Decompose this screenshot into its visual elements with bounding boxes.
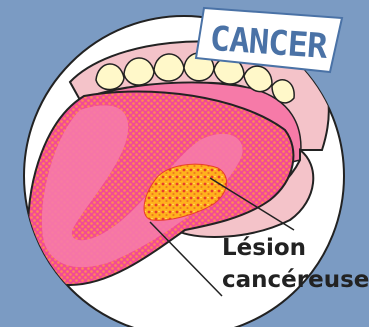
tag-text: CANCER — [209, 19, 330, 67]
label-line-1: Lésion — [222, 235, 306, 261]
label-line-2: cancéreuse — [222, 267, 369, 293]
